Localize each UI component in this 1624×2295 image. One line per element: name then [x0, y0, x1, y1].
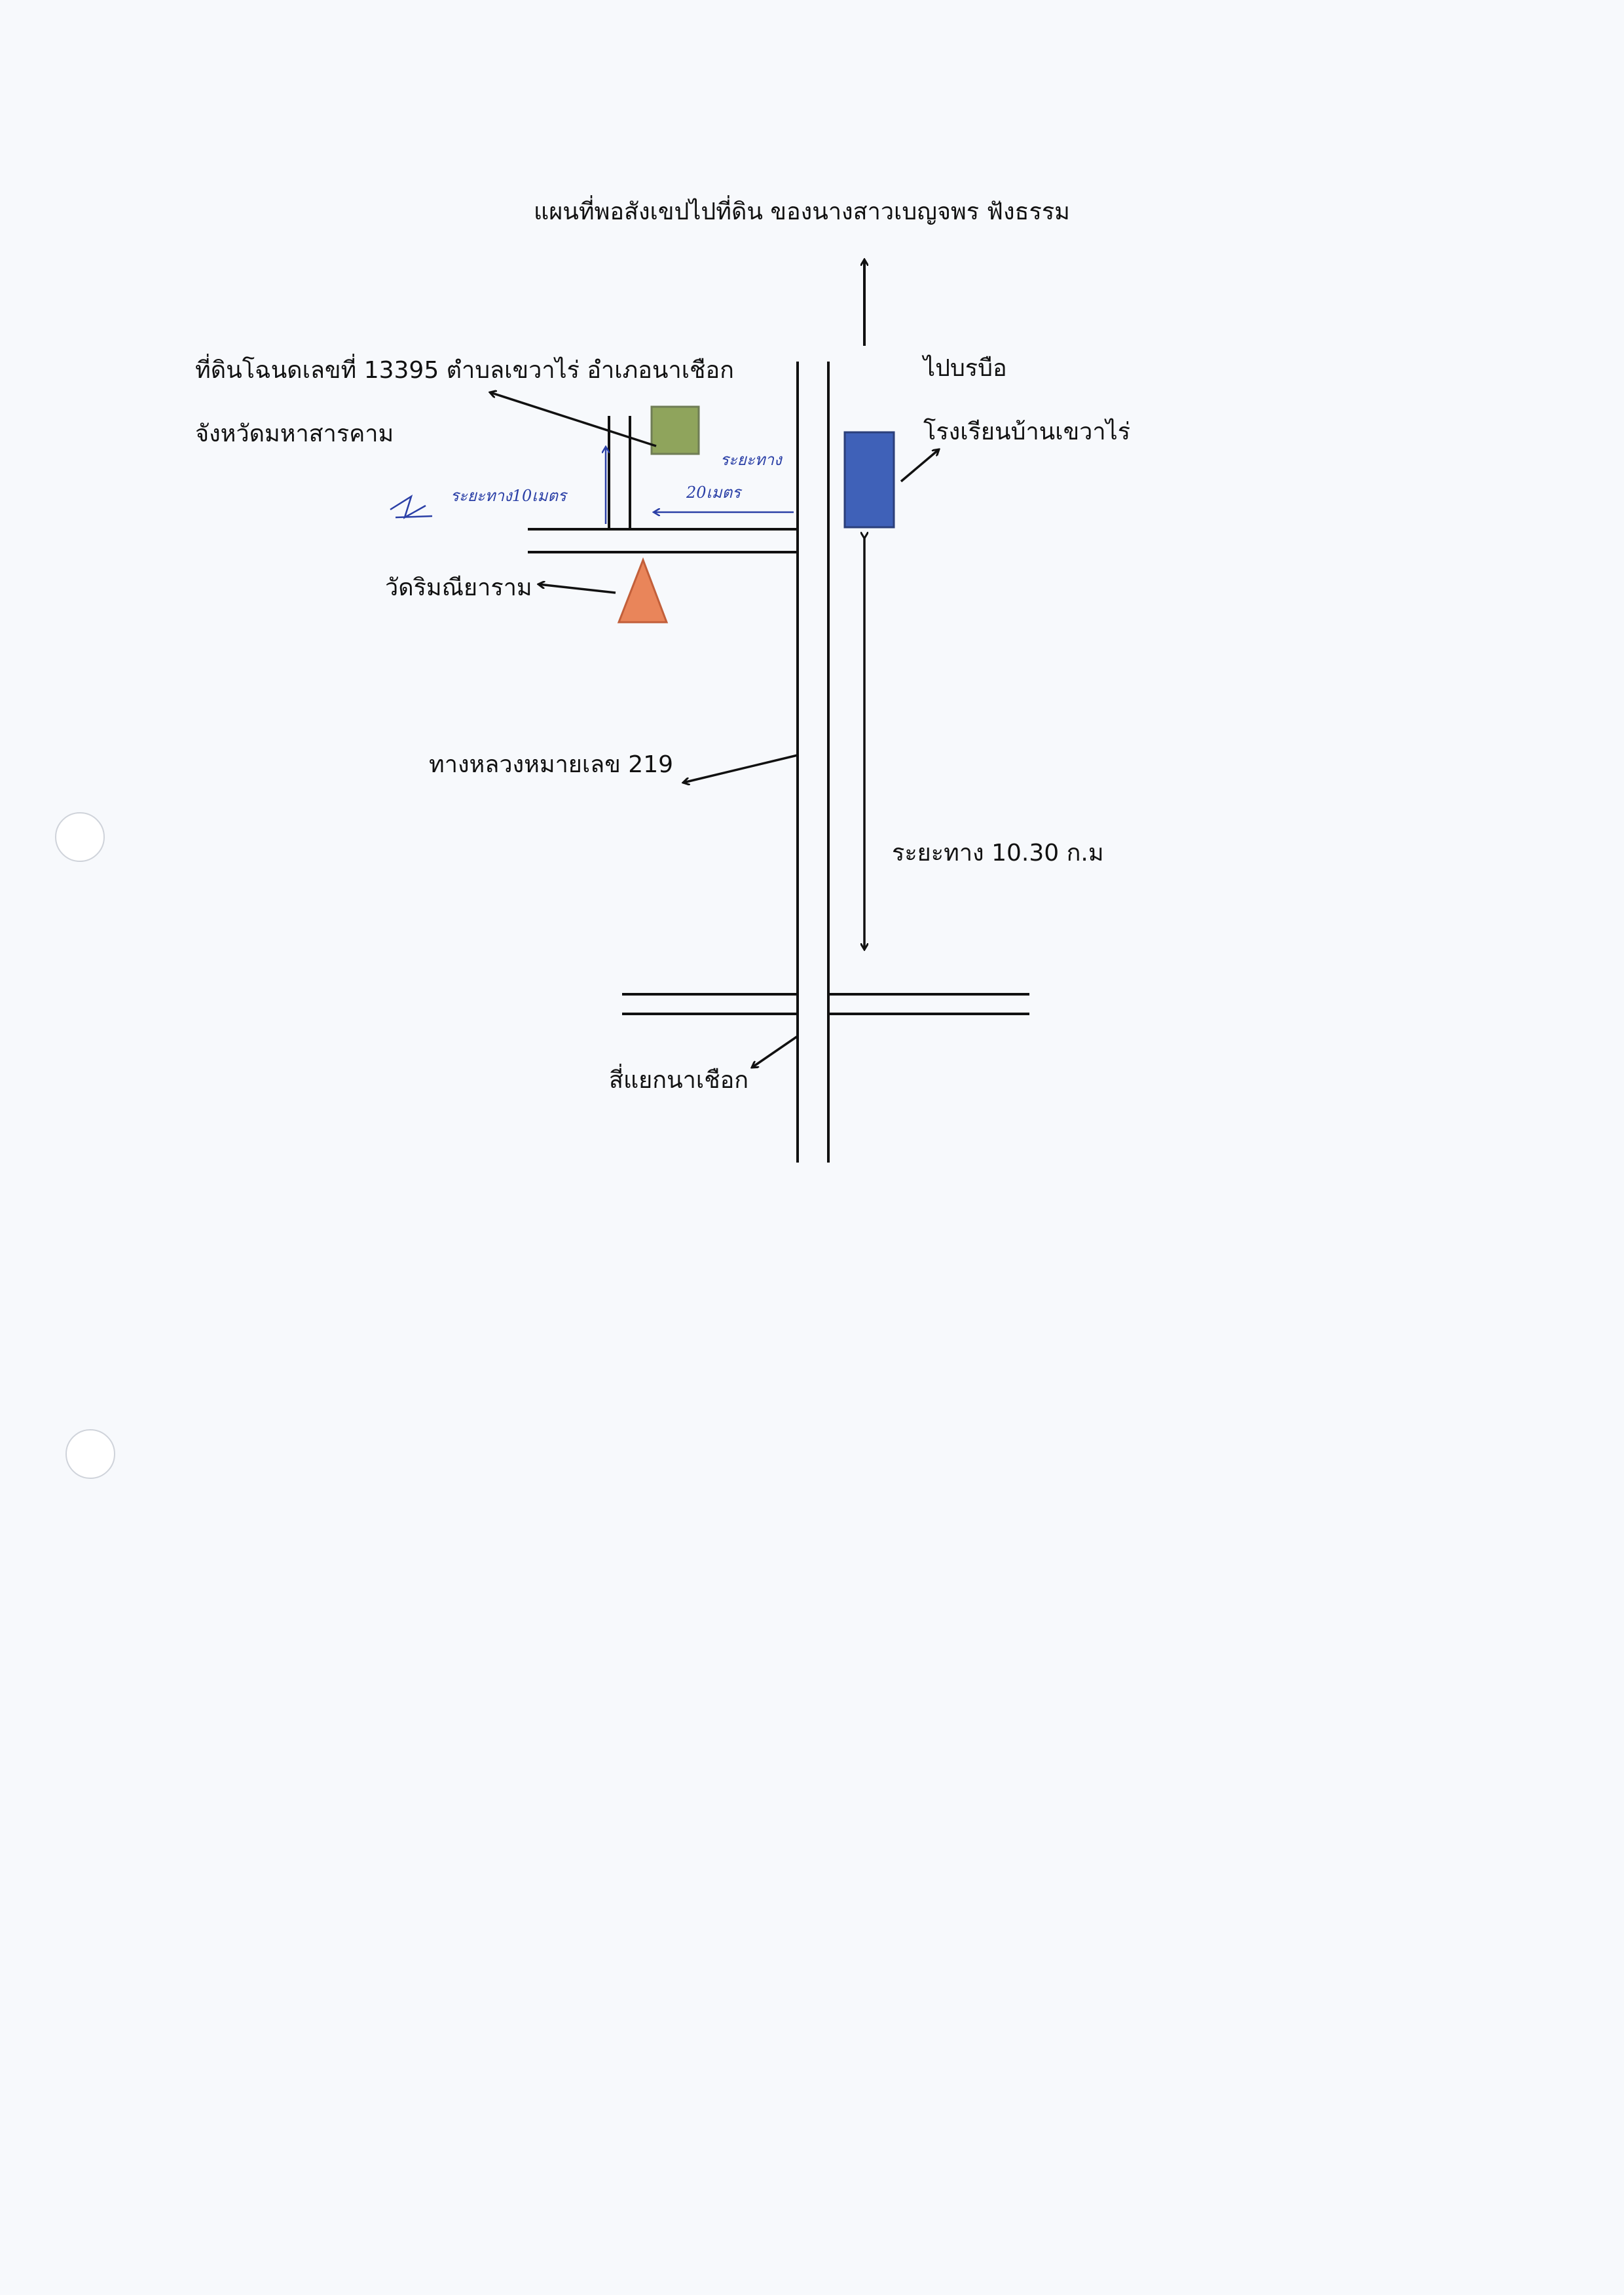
- handwritten-scribble: [390, 494, 433, 519]
- land-pointer-arrow: [490, 392, 657, 447]
- side-road: [528, 528, 798, 553]
- map-title: แผนที่พอสังเขปไปที่ดิน ของนางสาวเบญจพร ฟ…: [534, 198, 1070, 225]
- school-label: โรงเรียนบ้านเขวาไร่: [923, 419, 1131, 445]
- punch-hole-lower: [65, 1429, 115, 1479]
- school-pointer-arrow: [900, 449, 939, 483]
- highway-label: ทางหลวงหมายเลข 219: [429, 751, 674, 778]
- highway-219-road: [796, 362, 830, 1163]
- land-label-line1: ที่ดินโฉนดเลขที่ 13395 ตำบลเขวาไร่ อำเภอ…: [195, 357, 734, 384]
- temple-label: วัดริมณียาราม: [385, 574, 532, 601]
- land-access-lane: [608, 416, 631, 529]
- highway-pointer-arrow: [683, 754, 798, 783]
- school-marker: [843, 431, 895, 529]
- punch-hole-upper: [55, 812, 105, 862]
- temple-marker: [617, 557, 669, 624]
- temple-pointer-arrow: [538, 584, 616, 594]
- distance-label: ระยะทาง 10.30 ก.ม: [892, 840, 1104, 867]
- to-borabue-label: ไปบรบือ: [923, 355, 1007, 382]
- land-plot-marker: [650, 405, 700, 455]
- intersection-pointer-arrow: [752, 1035, 798, 1068]
- handwritten-10m-label: ระยะทาง10เมตร: [451, 487, 566, 505]
- handwritten-20m-label-line2: 20เมตร: [686, 483, 741, 502]
- cross-road: [622, 993, 1029, 1015]
- handwritten-20m-label-line1: ระยะทาง: [720, 451, 782, 469]
- intersection-label: สี่แยกนาเชือก: [609, 1067, 749, 1094]
- land-label-line2: จังหวัดมหาสารคาม: [195, 420, 394, 447]
